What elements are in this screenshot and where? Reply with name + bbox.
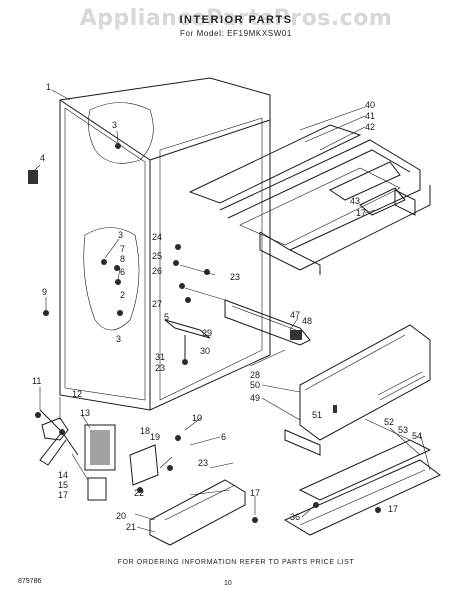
watermark: AppliancePartsPros.com bbox=[79, 6, 393, 31]
callout-18: 18 bbox=[140, 426, 150, 436]
cabinet-liner bbox=[43, 77, 271, 411]
callout-14: 14 bbox=[58, 470, 68, 480]
callout-20: 20 bbox=[116, 511, 126, 521]
callout-17c: 17 bbox=[250, 488, 260, 498]
callout-47: 47 bbox=[290, 310, 300, 320]
callout-3b: 3 bbox=[118, 230, 123, 240]
callout-9: 9 bbox=[42, 287, 47, 297]
shelf-frame bbox=[188, 124, 431, 275]
rail-part-47 bbox=[224, 299, 311, 346]
callout-52: 52 bbox=[384, 417, 394, 427]
callout-50: 50 bbox=[250, 380, 260, 390]
callout-24: 24 bbox=[152, 232, 162, 242]
callout-2: 2 bbox=[120, 290, 125, 300]
callout-30: 30 bbox=[200, 346, 210, 356]
callout-29: 29 bbox=[202, 328, 212, 338]
callout-26: 26 bbox=[152, 266, 162, 276]
callout-15: 15 bbox=[58, 480, 68, 490]
side-panel bbox=[284, 324, 431, 456]
bottom-tray bbox=[283, 439, 441, 536]
fan-motor bbox=[35, 409, 116, 501]
callout-10: 10 bbox=[192, 413, 202, 423]
callout-54: 54 bbox=[412, 431, 422, 441]
callout-36: 36 bbox=[290, 512, 300, 522]
callout-3c: 3 bbox=[116, 334, 121, 344]
callout-23c: 23 bbox=[198, 458, 208, 468]
page-number: 10 bbox=[224, 580, 232, 587]
callout-43: 43 bbox=[350, 196, 360, 206]
callout-17b: 17 bbox=[58, 490, 68, 500]
callout-31: 31 bbox=[155, 352, 165, 362]
callout-8: 8 bbox=[120, 254, 125, 264]
small-parts bbox=[164, 244, 226, 365]
ordering-footer: FOR ORDERING INFORMATION REFER TO PARTS … bbox=[117, 559, 355, 566]
callout-6b: 6 bbox=[221, 432, 226, 442]
callout-42: 42 bbox=[365, 122, 375, 132]
callout-7: 7 bbox=[120, 244, 125, 254]
callout-41: 41 bbox=[365, 111, 375, 121]
clip-part-4 bbox=[28, 170, 38, 184]
callout-21: 21 bbox=[126, 522, 136, 532]
callout-3: 3 bbox=[112, 120, 117, 130]
callout-1: 1 bbox=[46, 82, 51, 92]
diagram-title: INTERIOR PARTS bbox=[179, 14, 293, 26]
callout-11: 11 bbox=[32, 376, 41, 386]
callout-22: 22 bbox=[134, 488, 144, 498]
bracket bbox=[129, 435, 181, 493]
callout-labels: 1 3 4 3 7 8 6 2 9 3 24 25 23 26 27 5 29 … bbox=[32, 82, 422, 532]
callout-19: 19 bbox=[150, 432, 160, 442]
callout-17d: 17 bbox=[388, 504, 398, 514]
callout-13: 13 bbox=[80, 408, 90, 418]
callout-23: 23 bbox=[230, 272, 240, 282]
callout-4: 4 bbox=[40, 153, 45, 163]
callout-48: 48 bbox=[302, 316, 312, 326]
callout-49: 49 bbox=[250, 393, 260, 403]
callout-17: 17 bbox=[356, 208, 366, 218]
callout-28: 28 bbox=[250, 370, 260, 380]
document-number: 879786 bbox=[18, 578, 42, 585]
callout-51: 51 bbox=[312, 410, 322, 420]
callout-12: 12 bbox=[72, 389, 82, 399]
fan-cover bbox=[149, 479, 258, 546]
leader-lines bbox=[32, 89, 431, 533]
callout-40: 40 bbox=[365, 100, 375, 110]
callout-27: 27 bbox=[152, 299, 162, 309]
callout-53: 53 bbox=[398, 425, 408, 435]
callout-5: 5 bbox=[164, 312, 169, 322]
callout-25: 25 bbox=[152, 251, 162, 261]
callout-23b: 23 bbox=[155, 363, 165, 373]
callout-6: 6 bbox=[120, 267, 125, 277]
diagram-subtitle: For Model: EF19MKXSW01 bbox=[180, 29, 292, 38]
